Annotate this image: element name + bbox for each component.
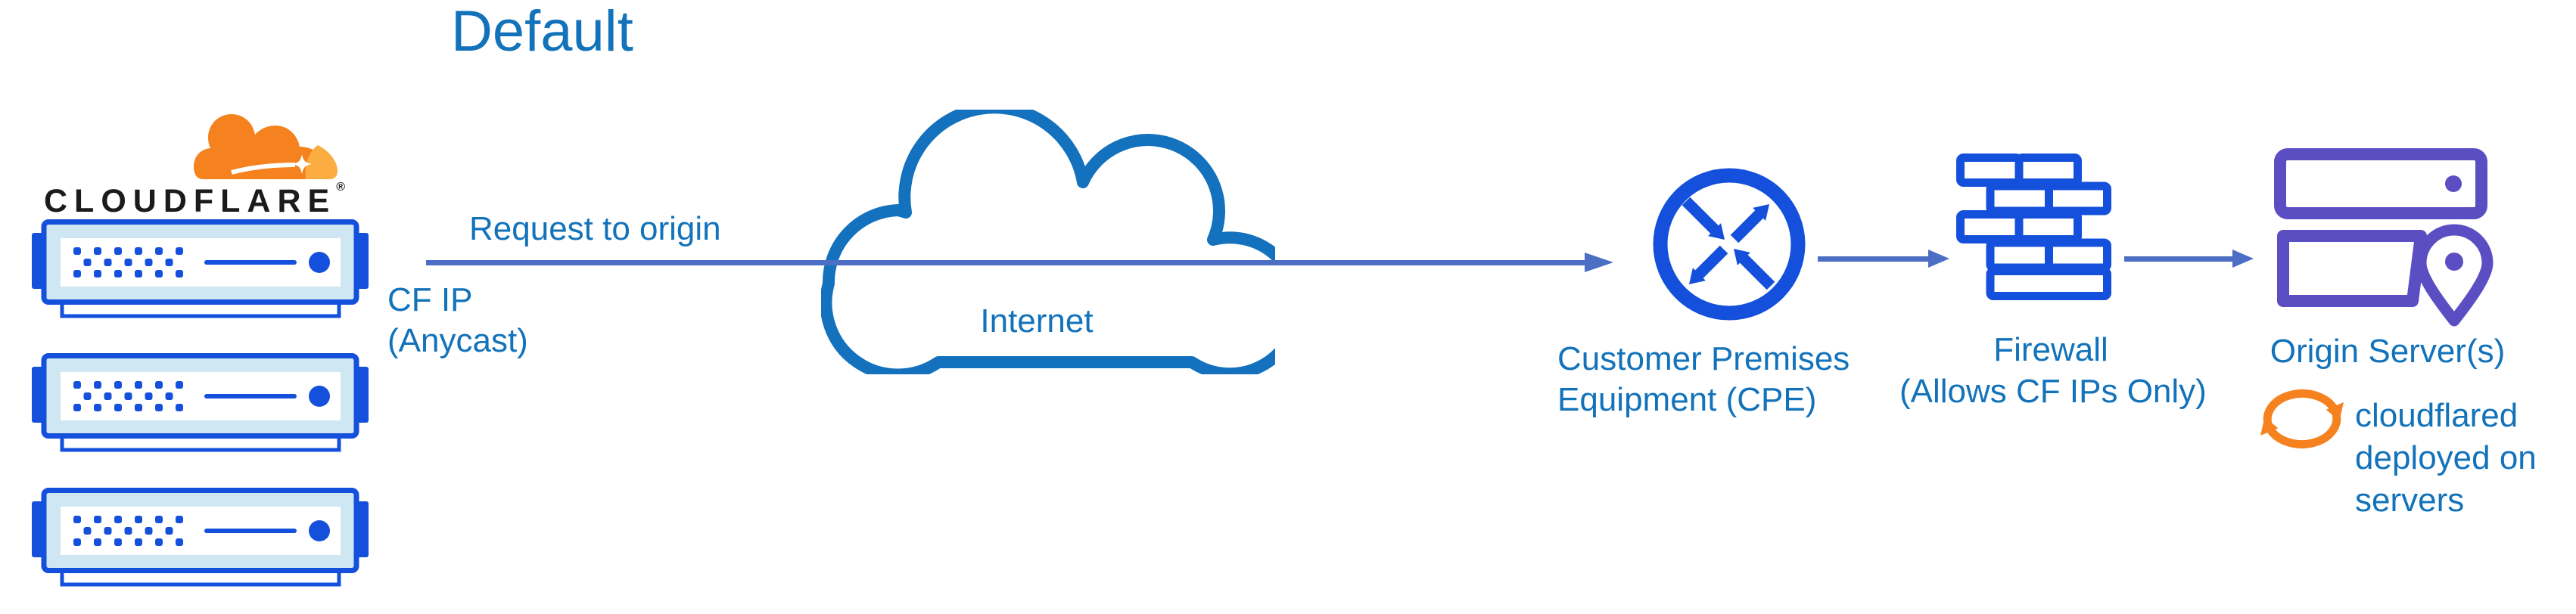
firewall-to-origin-arrow-line bbox=[2124, 256, 2234, 262]
cf-ip-label: CF IP (Anycast) bbox=[387, 281, 528, 359]
cloudflare-cloud-icon bbox=[194, 114, 338, 179]
cloudflare-logo: CLOUDFLARE® bbox=[33, 110, 369, 219]
edge-server-icon bbox=[32, 353, 369, 453]
edge-server-icon bbox=[32, 488, 369, 588]
flare-star-icon bbox=[292, 154, 312, 174]
cloudflare-wordmark: CLOUDFLARE® bbox=[44, 181, 345, 219]
internet-label: Internet bbox=[980, 302, 1094, 340]
firewall-to-origin-arrowhead bbox=[2232, 250, 2254, 268]
request-arrowhead bbox=[1585, 253, 1613, 272]
cpe-to-firewall-arrow-line bbox=[1818, 256, 1930, 262]
cpe-to-firewall-arrowhead bbox=[1928, 250, 1949, 268]
origin-servers-label: Origin Server(s) bbox=[2270, 333, 2506, 370]
request-arrow-line bbox=[426, 259, 1585, 265]
location-pin-icon bbox=[2415, 224, 2494, 327]
registered-mark: ® bbox=[336, 181, 345, 194]
edge-server-icon bbox=[32, 219, 369, 318]
brick-wall-icon bbox=[1956, 154, 2111, 300]
page-title: Default bbox=[451, 0, 633, 64]
server-dots bbox=[73, 247, 183, 278]
firewall-label: Firewall (Allows CF IPs Only) bbox=[1899, 331, 2207, 410]
sync-arrows-icon bbox=[2260, 389, 2344, 449]
origin-server-location-icon bbox=[2274, 148, 2494, 327]
cloudflared-note: cloudflared deployed on servers bbox=[2355, 397, 2537, 519]
internet-cloud-icon bbox=[821, 110, 1275, 374]
request-to-origin-label: Request to origin bbox=[469, 210, 721, 247]
cpe-label: Customer Premises Equipment (CPE) bbox=[1557, 340, 1850, 418]
router-icon bbox=[1653, 168, 1806, 321]
